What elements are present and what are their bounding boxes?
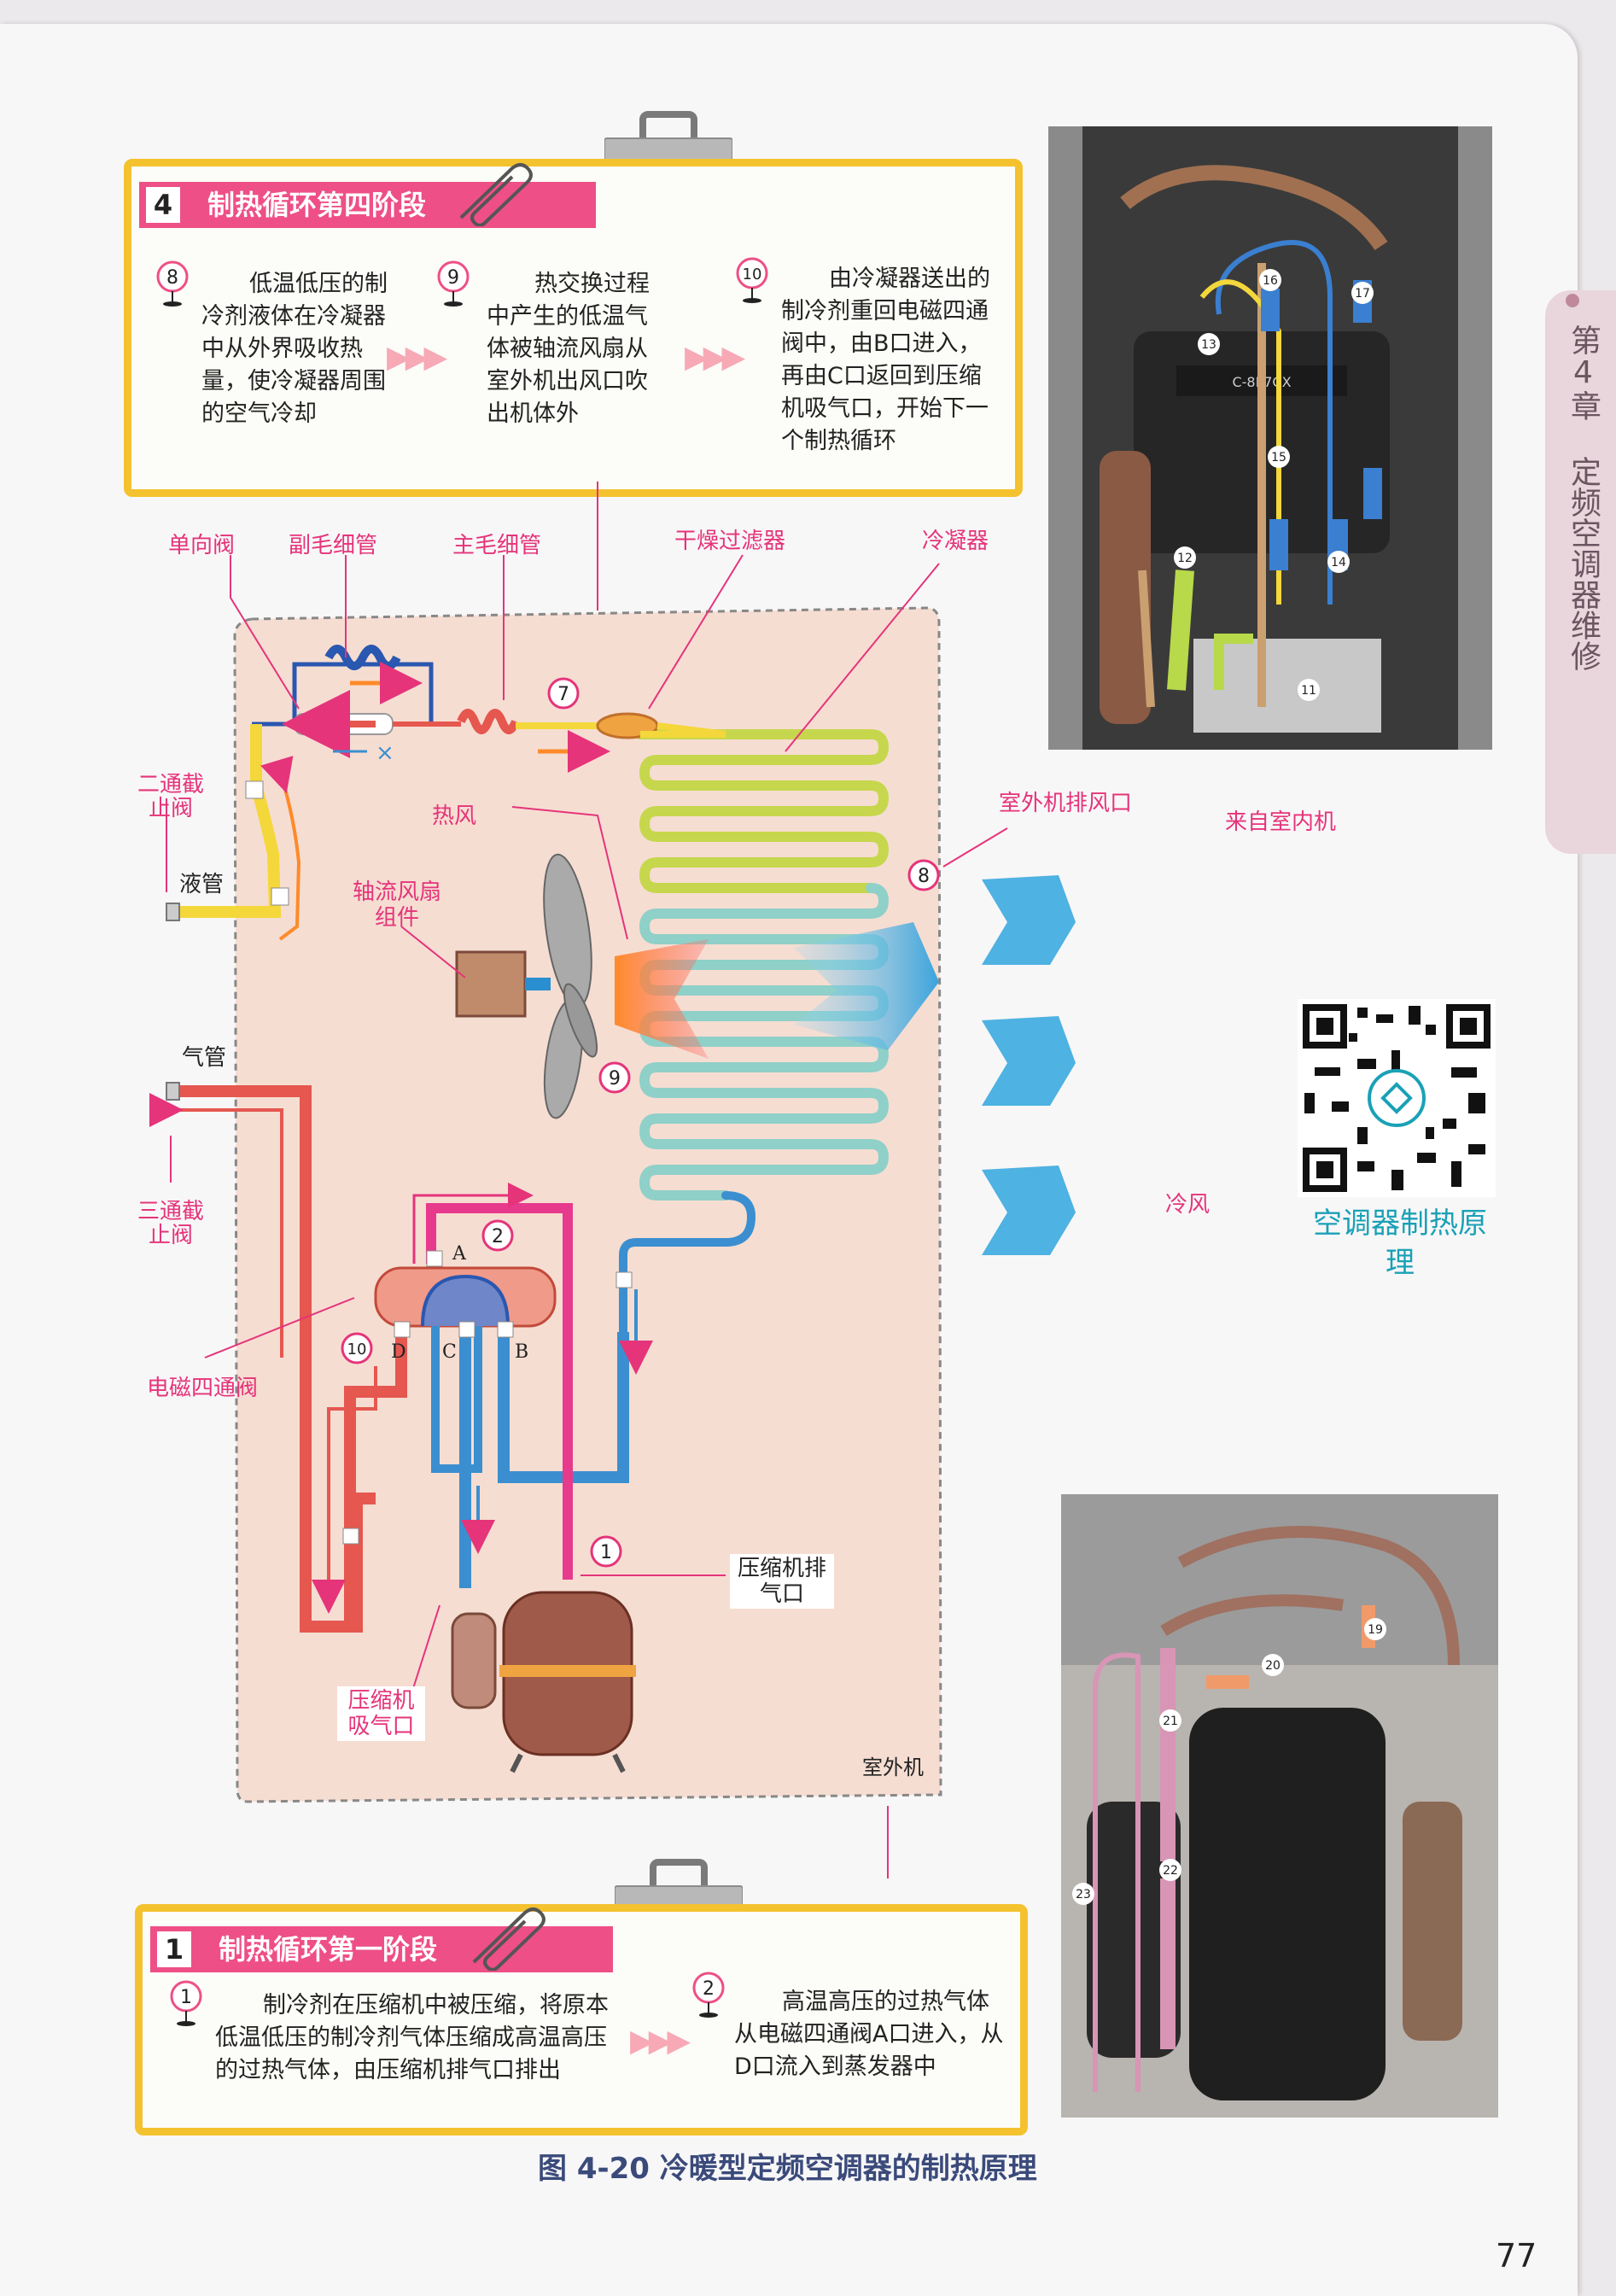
stage1-marker-1: 1 bbox=[170, 1980, 202, 2026]
stage4-step9-text: 热交换过程中产生的低温气体被轴流风扇从室外机出风口吹出机体外 bbox=[487, 271, 650, 427]
svg-text:20: 20 bbox=[1265, 1659, 1281, 1673]
chapter-tab bbox=[1545, 290, 1616, 854]
svg-text:22: 22 bbox=[1163, 1864, 1178, 1878]
svg-text:10: 10 bbox=[743, 266, 762, 283]
page-number: 77 bbox=[1496, 2237, 1537, 2275]
svg-text:2: 2 bbox=[703, 1978, 715, 2000]
exhaust-arrow-2 bbox=[982, 1016, 1076, 1106]
cold-air-arrow bbox=[794, 922, 939, 1050]
svg-text:23: 23 bbox=[1076, 1888, 1091, 1902]
svg-text:A: A bbox=[452, 1243, 467, 1265]
label-two-way-valve: 二通截止阀 bbox=[137, 772, 204, 821]
svg-text:8: 8 bbox=[918, 866, 930, 887]
hot-air-arrow bbox=[615, 939, 709, 1059]
svg-text:10: 10 bbox=[347, 1341, 367, 1358]
svg-text:19: 19 bbox=[1368, 1623, 1383, 1637]
label-main-capillary: 主毛细管 bbox=[452, 533, 542, 558]
aux-capillary-bypass bbox=[252, 662, 434, 727]
stage1-number: 1 bbox=[157, 1931, 191, 1967]
svg-text:2: 2 bbox=[492, 1226, 504, 1247]
label-hot-air: 热风 bbox=[432, 803, 477, 829]
stage4-marker-8: 8 bbox=[156, 260, 189, 307]
two-way-valve-icon bbox=[166, 903, 180, 921]
svg-text:9: 9 bbox=[447, 267, 459, 289]
main-capillary-coil bbox=[457, 709, 520, 734]
stage1-title: 制热循环第一阶段 bbox=[219, 1933, 438, 1966]
step-arrows-icon: ▶▶▶ bbox=[685, 340, 745, 375]
paperclip-icon bbox=[472, 1907, 545, 1971]
fan-motor bbox=[455, 950, 527, 1018]
qr-caption: 空调器制热原理 bbox=[1313, 1206, 1487, 1280]
stage4-step10-text: 由冷凝器送出的制冷剂重回电磁四通阀中，由B口进入，再由C口返回到压缩机吸气口，开… bbox=[781, 266, 990, 454]
four-way-slider bbox=[421, 1274, 510, 1327]
label-gas-pipe: 气管 bbox=[182, 1045, 227, 1071]
stage1-marker-2: 2 bbox=[692, 1972, 725, 2018]
svg-text:D: D bbox=[391, 1341, 406, 1363]
stage1-step2-text: 高温高压的过热气体从电磁四通阀A口进入，从D口流入到蒸发器中 bbox=[734, 1989, 1004, 2080]
stage1-step1-text: 制冷剂在压缩机中被压缩，将原本低温低压的制冷剂气体压缩成高温高压的过热气体，由压… bbox=[215, 1992, 609, 2083]
svg-text:B: B bbox=[515, 1341, 528, 1363]
label-cold-air: 冷风 bbox=[1165, 1192, 1211, 1218]
accumulator bbox=[451, 1612, 497, 1709]
three-way-valve-icon bbox=[166, 1082, 180, 1101]
photo-outdoor-unit-top: C-8P7CX 11 12 13 14 15 16 17 bbox=[1048, 126, 1492, 750]
svg-text:8: 8 bbox=[166, 267, 178, 289]
tab-dot bbox=[1566, 294, 1579, 307]
figure-caption: 图 4-20 冷暖型定频空调器的制热原理 bbox=[538, 2152, 1037, 2186]
svg-text:9: 9 bbox=[609, 1068, 621, 1090]
label-from-indoor: 来自室内机 bbox=[1225, 809, 1337, 835]
label-axial-fan: 轴流风扇组件 bbox=[352, 879, 441, 931]
svg-text:×: × bbox=[376, 740, 394, 766]
stage4-step8-text: 低温低压的制冷剂液体在冷凝器中从外界吸收热量，使冷凝器周围的空气冷却 bbox=[201, 271, 388, 427]
svg-text:1: 1 bbox=[600, 1542, 612, 1563]
label-check-valve: 单向阀 bbox=[168, 533, 236, 558]
label-outdoor-unit: 室外机 bbox=[862, 1756, 924, 1779]
exhaust-arrow-1 bbox=[982, 875, 1076, 965]
outdoor-unit-panel bbox=[233, 606, 942, 1803]
stage4-marker-10: 10 bbox=[736, 257, 768, 303]
label-outdoor-exhaust: 室外机排风口 bbox=[999, 791, 1133, 816]
stage4-marker-9: 9 bbox=[437, 260, 470, 307]
qr-code bbox=[1298, 999, 1496, 1197]
chapter-tab-text: 第4章 定频空调器维修 bbox=[1566, 324, 1601, 671]
svg-text:15: 15 bbox=[1271, 451, 1286, 464]
label-liquid-pipe: 液管 bbox=[179, 872, 225, 897]
label-condenser: 冷凝器 bbox=[922, 529, 989, 554]
stage4-title: 制热循环第四阶段 bbox=[207, 189, 427, 221]
svg-text:17: 17 bbox=[1355, 287, 1370, 301]
exhaust-arrow-3 bbox=[982, 1166, 1076, 1255]
step-arrows-icon: ▶▶▶ bbox=[387, 340, 447, 375]
label-three-way-valve: 三通截止阀 bbox=[137, 1199, 204, 1248]
svg-text:21: 21 bbox=[1163, 1715, 1178, 1728]
svg-text:7: 7 bbox=[557, 684, 569, 705]
discharge-pipe bbox=[426, 1203, 573, 1580]
svg-text:16: 16 bbox=[1263, 274, 1278, 288]
stage4-number: 4 bbox=[146, 187, 180, 223]
clip-top bbox=[604, 111, 732, 167]
label-compressor-outlet: 压缩机排气口 bbox=[730, 1554, 834, 1609]
svg-text:1: 1 bbox=[180, 1987, 192, 2008]
gas-pipe bbox=[179, 1085, 376, 1633]
svg-text:12: 12 bbox=[1177, 552, 1193, 565]
label-aux-capillary: 副毛细管 bbox=[289, 533, 378, 558]
label-four-way-valve: 电磁四通阀 bbox=[147, 1376, 259, 1401]
label-compressor-inlet: 压缩机吸气口 bbox=[337, 1686, 425, 1741]
step-arrows-icon: ▶▶▶ bbox=[630, 2024, 691, 2059]
photo-outdoor-unit-bottom: 19 20 21 22 23 bbox=[1061, 1494, 1498, 2118]
label-drier-filter: 干燥过滤器 bbox=[674, 529, 786, 554]
svg-text:C: C bbox=[442, 1341, 457, 1363]
refrigerant-circuit-diagram: × bbox=[149, 482, 1076, 1878]
svg-text:11: 11 bbox=[1301, 684, 1316, 698]
svg-text:14: 14 bbox=[1331, 556, 1346, 570]
stage1-header: 1 制热循环第一阶段 bbox=[150, 1926, 613, 1972]
svg-text:13: 13 bbox=[1201, 338, 1216, 352]
paperclip-icon bbox=[459, 163, 533, 226]
